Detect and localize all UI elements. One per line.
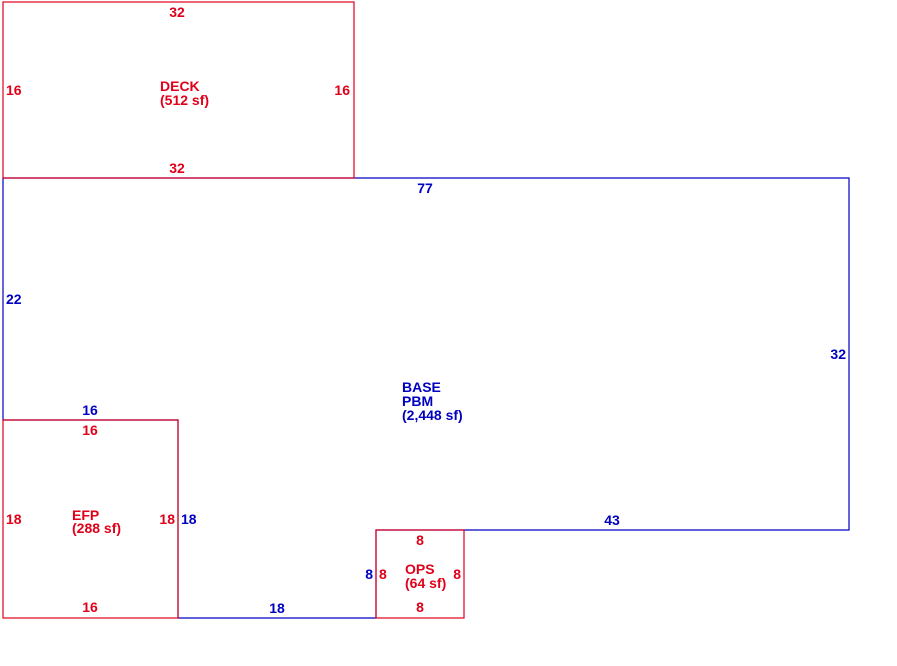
base-subname: PBM (402, 393, 433, 409)
deck-dim-top: 32 (169, 4, 185, 20)
deck-area: (512 sf) (160, 92, 209, 108)
ops-name: OPS (405, 561, 435, 577)
ops-dim-bottom: 8 (416, 599, 424, 615)
deck-outline (2, 1, 355, 179)
ops-dim-top: 8 (416, 532, 424, 548)
deck-dim-bottom: 32 (169, 160, 185, 176)
base-area: (2,448 sf) (402, 407, 463, 423)
base-dim-bottom: 18 (269, 600, 285, 616)
base-dim-top: 77 (417, 180, 433, 196)
efp-dim-right: 18 (159, 511, 175, 527)
base-name: BASE (402, 379, 441, 395)
base-dim-step: 43 (604, 512, 620, 528)
ops-dim-left: 8 (379, 566, 387, 582)
efp-dim-left: 18 (6, 511, 22, 527)
base-dim-efp-right: 18 (181, 511, 197, 527)
base-dim-left: 22 (6, 291, 22, 307)
efp-dim-bottom: 16 (82, 599, 98, 615)
efp-dim-top: 16 (82, 422, 98, 438)
deck-dim-right: 16 (334, 82, 350, 98)
efp-outline (2, 419, 179, 619)
ops-outline (375, 529, 465, 619)
base-dim-right: 32 (830, 346, 846, 362)
efp-name: EFP (72, 507, 99, 523)
ops-dim-right: 8 (453, 566, 461, 582)
deck-dim-left: 16 (6, 82, 22, 98)
ops-area: (64 sf) (405, 575, 446, 591)
deck-name: DECK (160, 78, 200, 94)
efp-area: (288 sf) (72, 520, 121, 536)
base-dim-ops-left: 8 (365, 566, 373, 582)
base-dim-efp-top: 16 (82, 402, 98, 418)
